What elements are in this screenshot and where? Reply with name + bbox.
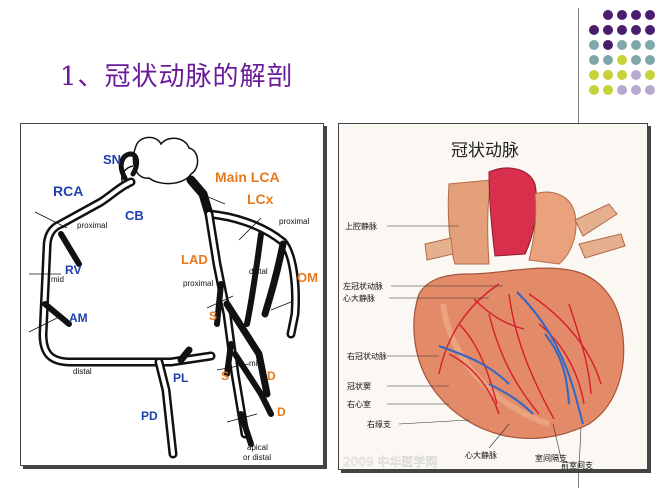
decorative-dot (631, 85, 641, 95)
label-great-cardiac-vein-lower: 心大静脉 (465, 450, 497, 460)
label-right-coronary-artery: 右冠状动脉 (347, 351, 387, 361)
decorative-dot (631, 55, 641, 65)
label-interventricular-septal-branch: 室间隔支 (535, 453, 567, 463)
decorative-dot (645, 70, 655, 80)
label-lcx: LCx (247, 191, 274, 207)
label-lcx-proximal: proximal (279, 217, 309, 226)
label-right-marginal-branch: 右缘支 (367, 419, 391, 429)
slide-title: 1、冠状动脉的解剖 (60, 62, 294, 92)
label-coronary-sinus: 冠状窦 (347, 381, 371, 391)
label-right-ventricle: 右心室 (347, 399, 371, 409)
label-rca-proximal: proximal (77, 221, 107, 230)
heart-image-title: 冠状动脉 (451, 141, 519, 161)
label-om: OM (297, 270, 318, 285)
decorative-dot (603, 85, 613, 95)
decorative-dot (589, 55, 599, 65)
label-d-lower: D (277, 405, 286, 419)
decorative-dot (603, 40, 613, 50)
label-am: AM (69, 311, 88, 325)
decorative-dot (645, 40, 655, 50)
label-lad-mid: mid (249, 359, 262, 368)
decorative-dot (617, 70, 627, 80)
lca-vessels (186, 175, 300, 447)
label-or-distal: or distal (243, 453, 271, 462)
label-lad-proximal: proximal (183, 279, 213, 288)
decorative-dot (603, 70, 613, 80)
decorative-dot (589, 85, 599, 95)
decorative-dot (645, 85, 655, 95)
decorative-dot (603, 55, 613, 65)
decorative-dot (617, 10, 627, 20)
decorative-dot (589, 25, 599, 35)
decorative-dot (603, 25, 613, 35)
rca-vessel (38, 151, 216, 459)
label-s-upper: S (209, 309, 217, 323)
label-lad: LAD (181, 252, 208, 267)
coronary-arteries (438, 283, 602, 420)
label-apical: apical (247, 443, 268, 452)
decorative-dot (645, 10, 655, 20)
decorative-dot (589, 40, 599, 50)
label-rv: RV (65, 263, 81, 277)
decorative-dot (631, 10, 641, 20)
heart-illustration: 冠状动脉 (339, 124, 647, 469)
label-pl: PL (173, 371, 188, 385)
label-lcx-distal: distal (249, 267, 268, 276)
watermark: 2009 中华医学网 (343, 454, 437, 469)
decorative-dot (631, 25, 641, 35)
label-anterior-interventricular-branch: 前室间支 (561, 460, 593, 469)
decorative-dot-grid (589, 10, 655, 95)
label-great-cardiac-vein: 心大静脉 (343, 293, 375, 303)
label-main-lca: Main LCA (215, 169, 280, 185)
label-rca-distal: distal (73, 367, 92, 376)
label-rca: RCA (53, 183, 83, 199)
coronary-schematic: SN RCA CB RV AM PL PD Main LCA LCx LAD O… (28, 136, 318, 462)
segment-markers (28, 193, 292, 423)
label-cb: CB (125, 208, 144, 223)
decorative-dot (617, 40, 627, 50)
leader-lines (387, 225, 582, 469)
decorative-dot (589, 70, 599, 80)
heart-anatomy-panel: 冠状动脉 (338, 123, 648, 470)
coronary-veins (438, 291, 584, 425)
decorative-dot (645, 55, 655, 65)
label-s-lower: S (221, 369, 229, 383)
label-superior-vena-cava: 上腔静脉 (345, 221, 377, 231)
label-sn: SN (103, 152, 121, 167)
label-rca-mid: mid (51, 275, 64, 284)
decorative-dot (617, 85, 627, 95)
decorative-dot (645, 25, 655, 35)
label-d-upper: D (267, 369, 276, 383)
label-pd: PD (141, 409, 158, 423)
great-vessels (424, 167, 626, 299)
decorative-dot (617, 25, 627, 35)
coronary-schematic-panel: SN RCA CB RV AM PL PD Main LCA LCx LAD O… (20, 123, 324, 466)
decorative-dot (631, 40, 641, 50)
label-left-coronary-artery: 左冠状动脉 (343, 281, 383, 291)
decorative-dot (631, 70, 641, 80)
decorative-dot (603, 10, 613, 20)
decorative-dot (617, 55, 627, 65)
